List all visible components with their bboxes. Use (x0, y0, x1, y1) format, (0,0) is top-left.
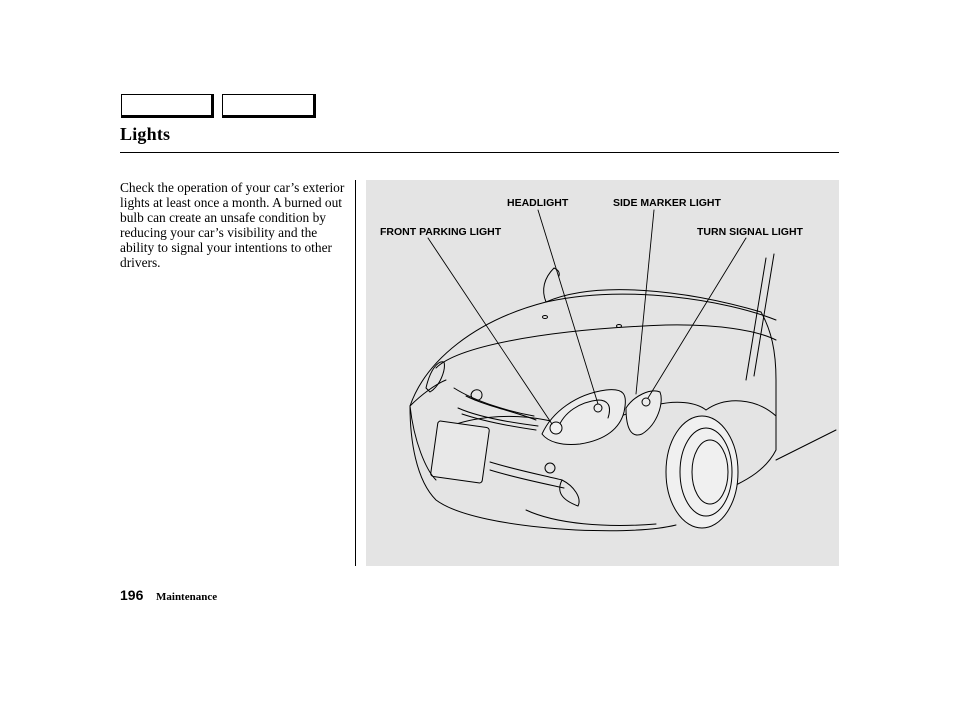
hood-emblem-mark (542, 315, 548, 319)
fog-light (544, 462, 556, 474)
page-number: 196 (120, 587, 144, 603)
bumper-slot (489, 461, 563, 481)
nav-button-1[interactable] (121, 94, 214, 118)
car-body (409, 253, 837, 532)
section-name: Maintenance (156, 591, 218, 603)
callout-leaders (427, 209, 747, 425)
front-emblem (470, 389, 483, 401)
column-divider (355, 180, 356, 566)
title-divider (120, 152, 839, 153)
hood-mark (616, 324, 622, 328)
front-wheel (665, 415, 739, 529)
car-front-drawing: HEADLIGHT SIDE MARKER LIGHT FRONT PARKIN… (380, 197, 837, 532)
callout-turn-signal-light: TURN SIGNAL LIGHT (697, 226, 804, 238)
nav-button-2[interactable] (222, 94, 316, 118)
page-title: Lights (120, 124, 171, 144)
callout-side-marker-light: SIDE MARKER LIGHT (613, 197, 722, 209)
grille (457, 407, 539, 427)
car-lights-illustration: HEADLIGHT SIDE MARKER LIGHT FRONT PARKIN… (366, 180, 839, 566)
headlight-assembly (541, 389, 662, 445)
far-headlight (425, 361, 445, 393)
body-paragraph: Check the operation of your car’s exteri… (120, 180, 345, 270)
license-plate (430, 420, 490, 484)
callout-front-parking-light: FRONT PARKING LIGHT (380, 226, 502, 238)
callout-headlight: HEADLIGHT (507, 197, 569, 209)
